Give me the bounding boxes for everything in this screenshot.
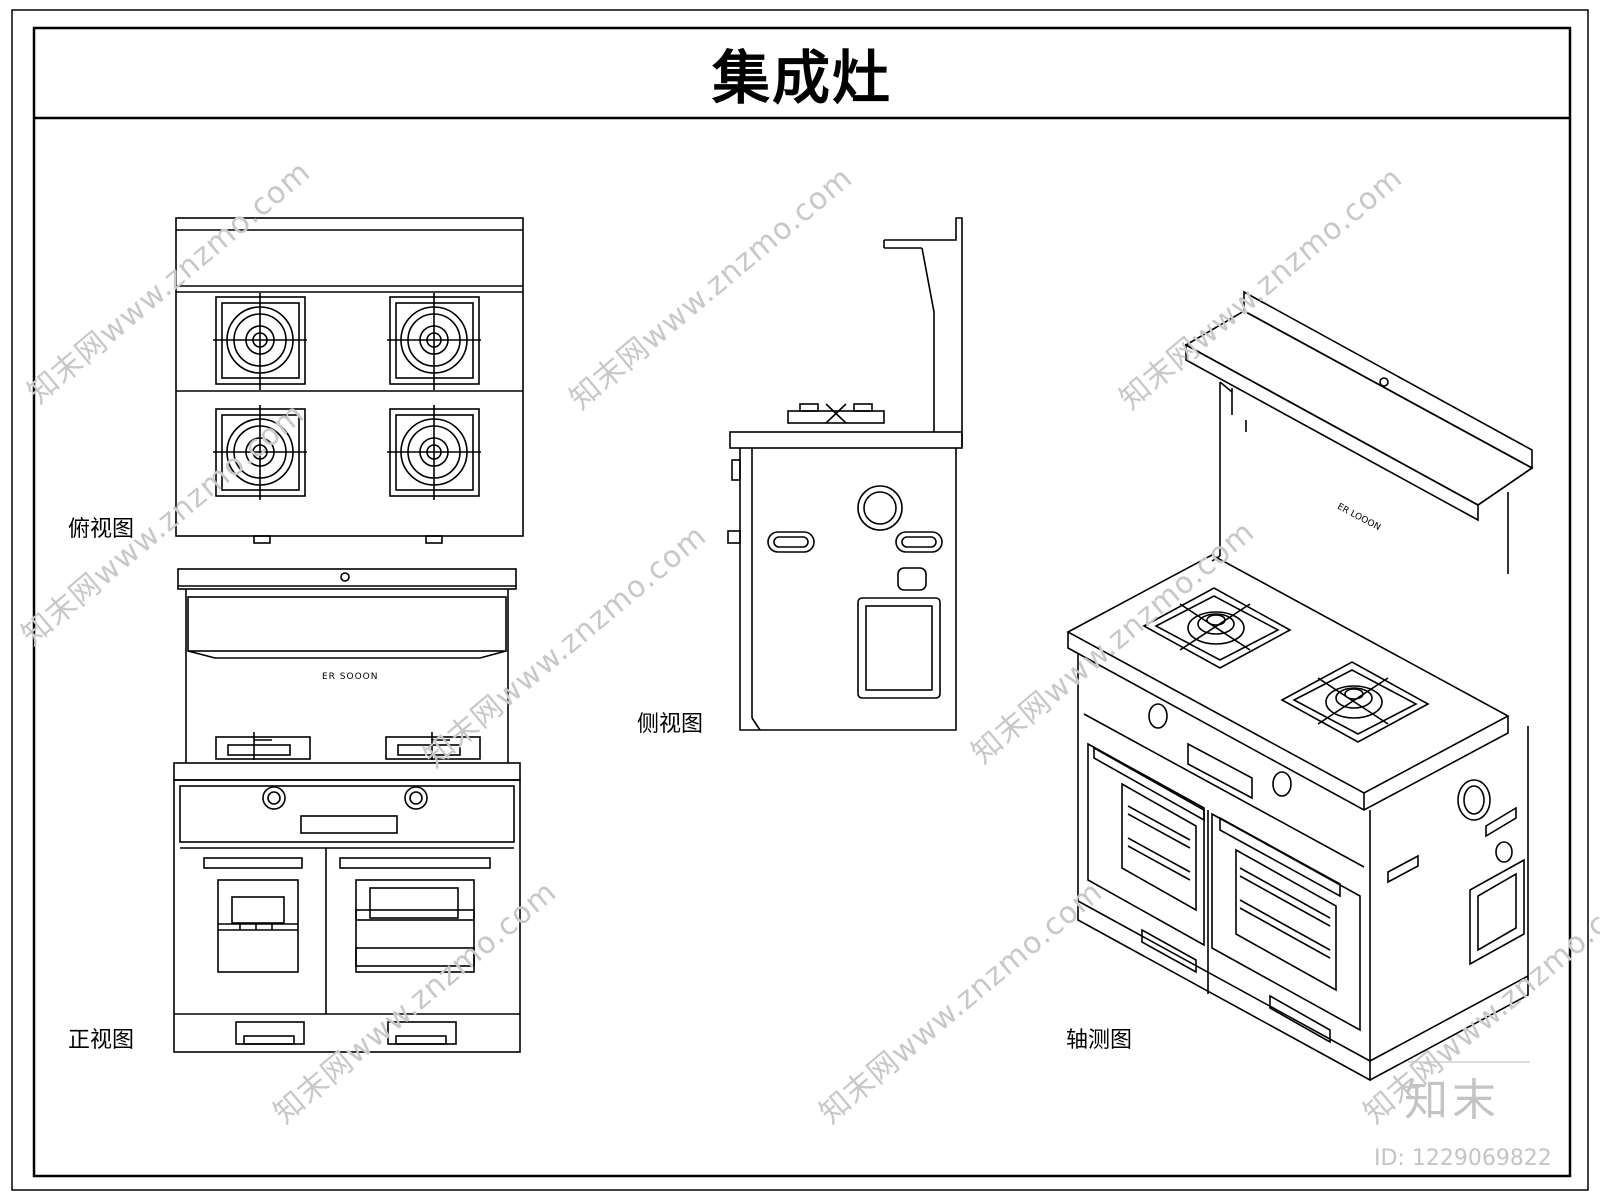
label-top-view: 俯视图 (68, 517, 135, 542)
top-burner-4 (387, 405, 481, 500)
iso-burner-2 (1280, 661, 1430, 743)
sheet-title: 集成灶 (711, 44, 892, 112)
iso-view-drawing (1066, 290, 1534, 1082)
top-burner-2 (387, 293, 481, 390)
top-burner-3 (213, 405, 307, 500)
sheet-frame (11, 9, 1589, 1191)
front-view-drawing (173, 568, 521, 1053)
label-front-view: 正视图 (68, 1028, 135, 1053)
top-burner-1 (213, 293, 307, 390)
watermark-brand: 知末 (1404, 1075, 1500, 1126)
top-view-drawing (175, 217, 524, 544)
front-panel-logo: ER SOOON (322, 672, 379, 682)
side-view-drawing (727, 217, 963, 731)
iso-burner-1 (1142, 587, 1292, 669)
label-iso-view: 轴测图 (1066, 1028, 1133, 1053)
watermark-id: ID: 1229069822 (1374, 1146, 1552, 1171)
label-side-view: 侧视图 (637, 712, 704, 737)
